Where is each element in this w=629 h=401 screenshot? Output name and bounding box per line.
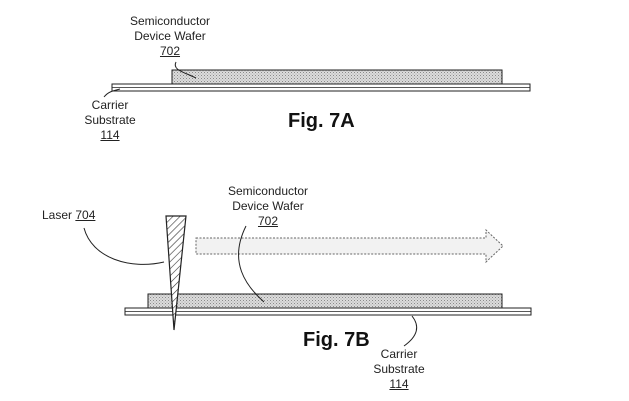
- laser-ref: 704: [75, 208, 96, 222]
- fig-7a-wafer-leader: [174, 61, 197, 79]
- fig-7b-title: Fig. 7B: [303, 329, 370, 351]
- fig-7a-carrier-label-line2: Substrate: [84, 113, 136, 127]
- fig-7a-carrier-leader: [103, 88, 121, 98]
- laser-leader: [83, 227, 165, 265]
- fig-7b-carrier-ref: 114: [389, 377, 409, 391]
- laser-label-text: Laser: [42, 208, 73, 222]
- fig-7b-wafer: [147, 293, 503, 309]
- fig-7b-wafer-label-line1: Semiconductor: [227, 184, 309, 198]
- fig-7a-wafer-label-line2: Device Wafer: [134, 29, 206, 43]
- fig-7b-drawing: [83, 215, 532, 347]
- fig-7b-carrier-label-line2: Substrate: [373, 362, 425, 376]
- laser-beam: [165, 215, 187, 331]
- fig-7a-wafer-ref: 702: [159, 44, 181, 58]
- scan-direction-arrow: [195, 228, 504, 264]
- fig-7b-wafer-ref: 702: [257, 214, 279, 228]
- fig-7a-carrier-label-line1: Carrier: [91, 98, 129, 112]
- fig-7a-wafer: [171, 69, 503, 85]
- fig-7b-carrier-label-line1: Carrier: [380, 347, 418, 361]
- fig-7b-wafer-label-line2: Device Wafer: [232, 199, 304, 213]
- fig-7b-wafer-label: Semiconductor Device Wafer 702: [210, 184, 326, 229]
- fig-7b-carrier-label: Carrier Substrate 114: [354, 347, 444, 392]
- fig-7a-title: Fig. 7A: [288, 110, 355, 132]
- fig-7b-wafer-leader: [238, 225, 265, 303]
- fig-7a-carrier-label: Carrier Substrate 114: [65, 98, 155, 143]
- fig-7b-carrier-leader: [403, 315, 418, 347]
- fig-7a-drawing: [103, 61, 531, 98]
- fig-7a-wafer-label: Semiconductor Device Wafer 702: [110, 14, 230, 59]
- fig-7a-wafer-label-line1: Semiconductor: [129, 14, 211, 28]
- laser-label: Laser 704: [42, 208, 132, 223]
- fig-7a-carrier-ref: 114: [100, 128, 120, 142]
